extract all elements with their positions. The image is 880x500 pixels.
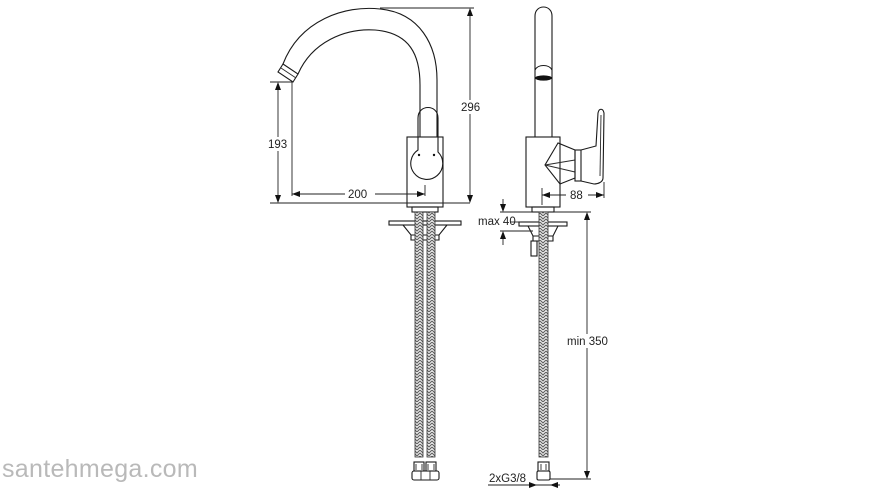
handle-dot-left	[417, 153, 421, 157]
mount-stud-side	[530, 240, 538, 257]
hose-connector-side	[537, 461, 550, 472]
dimension-label-296: 296	[461, 102, 480, 114]
hose-side	[538, 211, 549, 458]
hose-right	[426, 211, 436, 458]
mount-bracket-front	[402, 224, 448, 241]
dimension-label-thread: 2xG3/8	[489, 473, 526, 485]
lever-cone-side	[544, 142, 576, 185]
spout-outer-curve	[282, 7, 438, 137]
hose-connector-right	[425, 461, 437, 472]
dimension-spout-height: 193	[268, 81, 470, 204]
dimension-min-hose-length: min 350	[550, 211, 608, 480]
handle-front	[410, 106, 444, 180]
deck-plate-front	[388, 220, 462, 226]
spout-inner-curve	[297, 29, 421, 137]
front-view: 193 200 296	[268, 7, 484, 481]
dimension-handle-depth: 88	[541, 182, 605, 205]
dimension-connection-thread: 2xG3/8	[488, 473, 560, 488]
dimension-label-88: 88	[570, 190, 583, 202]
base-ring-side	[531, 206, 555, 213]
dimension-label-193: 193	[268, 139, 287, 151]
watermark: santehmega.com	[2, 455, 198, 483]
hose-connector-left	[413, 461, 425, 472]
lever-collar-side	[574, 149, 582, 182]
lever-handle-side	[580, 108, 605, 185]
aerator-ring-side	[534, 64, 553, 71]
base-ring-front	[411, 206, 439, 213]
dimension-max-deck: max 40	[478, 199, 533, 245]
dimension-label-max-40: max 40	[478, 216, 516, 228]
dimension-label-200: 200	[348, 189, 367, 201]
hose-nut-side	[536, 470, 551, 481]
aerator-outlet-side	[535, 75, 552, 81]
dimension-label-min-350: min 350	[567, 336, 608, 348]
spout-column-side	[534, 6, 553, 137]
dimension-overall-height: 296	[380, 7, 484, 203]
dimension-spout-reach: 200	[291, 82, 426, 201]
aerator-ring	[280, 67, 297, 79]
hose-left	[414, 211, 424, 458]
hose-nut-front	[411, 470, 440, 481]
handle-dot-right	[432, 153, 436, 157]
side-view: 88 max 40 min 350 2xG3	[478, 6, 608, 488]
